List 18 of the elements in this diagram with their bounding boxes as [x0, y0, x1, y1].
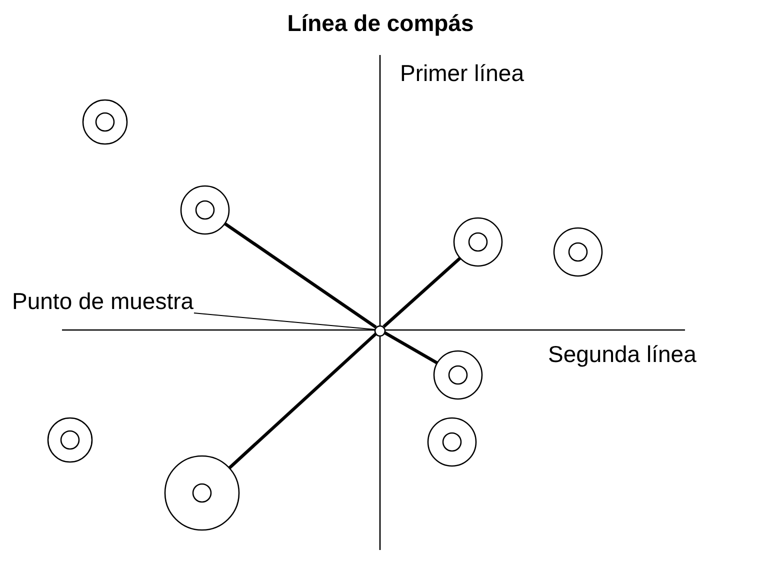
tree-symbol: [553, 227, 603, 277]
leader-line: [194, 312, 376, 330]
line-label: Primer línea: [400, 62, 524, 85]
distance-line: [228, 332, 378, 470]
tree-symbol: [427, 417, 477, 467]
distance-line: [384, 331, 438, 364]
callout-text: Punto de muestra: [12, 290, 194, 313]
tree-symbol: [47, 417, 93, 463]
tree-symbol: [433, 350, 483, 400]
line-label: Segunda línea: [548, 343, 696, 366]
distance-line: [382, 256, 462, 328]
tree-symbol: [453, 217, 503, 267]
diagram-title: Línea de compás: [287, 10, 474, 36]
sample-point: [374, 324, 386, 336]
tree-symbol: [82, 99, 128, 145]
tree-symbol: [180, 185, 230, 235]
tree-symbol: [164, 455, 240, 531]
distance-line: [224, 222, 377, 328]
